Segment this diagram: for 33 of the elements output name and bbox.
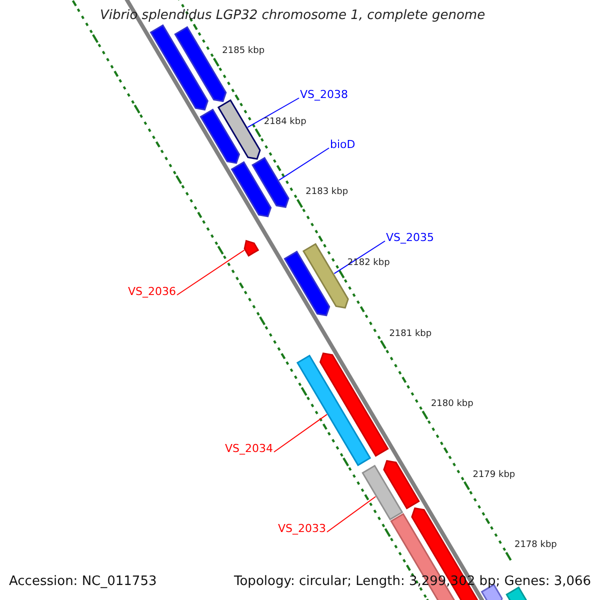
leader-line [274,414,328,452]
scale-label: 2179 kbp [472,470,516,480]
gene-feature [150,24,208,111]
leader-line [176,250,245,296]
gene-feature [252,156,290,208]
gene-feature [230,161,272,218]
gene-feature [284,250,330,316]
gene-label: VS_2033 [278,522,326,535]
gene-feature [244,240,260,257]
gene-feature [217,99,261,160]
scale-label: 2178 kbp [514,540,557,550]
scale-label: 2183 kbp [306,187,348,198]
scale-label: 2184 kbp [264,116,306,127]
scale-label: 2185 kbp [222,46,265,56]
gene-feature [319,352,389,457]
scale-label: 2180 kbp [430,399,474,410]
gene-label: VS_2036 [128,285,176,298]
leader-line [247,98,300,128]
scale-label: 2181 kbp [389,328,432,339]
accession-text: Accession: NC_011753 [9,574,157,589]
gene-feature [302,242,349,309]
gene-feature [296,354,372,466]
gene-feature [383,460,420,510]
genome-summary-text: Topology: circular; Length: 3,299,302 bp; Genes: 3,066 [234,574,592,589]
gene-feature [362,464,404,520]
leader-line [278,148,330,181]
gene-feature [200,108,240,164]
gene-label: VS_2035 [386,231,434,244]
leader-line [334,240,386,274]
gene-label: bioD [330,138,356,151]
gene-label: VS_2038 [300,88,348,101]
gene-label: VS_2034 [225,442,274,455]
scale-label: 2182 kbp [347,258,390,268]
